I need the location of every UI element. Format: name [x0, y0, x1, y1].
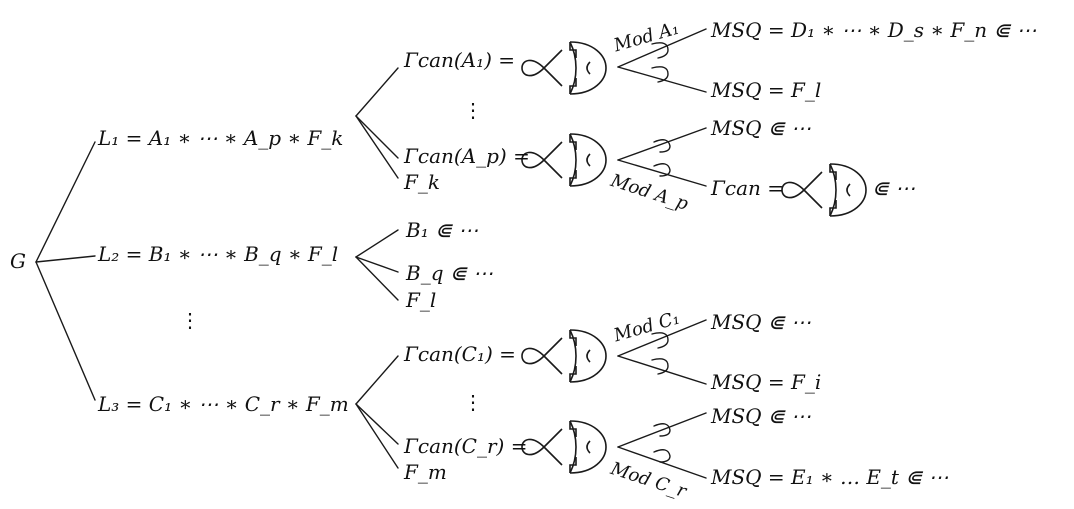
node-fl: F_l [406, 288, 437, 312]
edge-l1-gamma-a1 [355, 67, 399, 117]
dessin-cr-icon [521, 420, 607, 474]
edge-l2-bq [355, 256, 399, 273]
node-gamma-cr: Γcan(C_r) = [404, 434, 528, 458]
edge-cr-up [617, 412, 707, 448]
result-msq-fi: MSQ = F_i [711, 370, 822, 394]
curl-arrow-icon [651, 332, 669, 349]
edge-ap-down [617, 159, 707, 187]
edge-g-l1 [35, 141, 96, 263]
curl-arrow-icon [651, 66, 669, 83]
edge-l3-gamma-c1 [355, 355, 399, 405]
edge-l3-fm [355, 403, 399, 469]
edge-l3-gamma-cr [355, 403, 399, 445]
edge-g-l3 [35, 261, 96, 401]
edge-g-l2 [35, 255, 96, 263]
edge-l2-b1 [355, 229, 399, 258]
node-l3: L₃ = C₁ ∗ ⋯ ∗ C_r ∗ F_m [98, 392, 349, 416]
result-msq-e: MSQ = E₁ ∗ … E_t ⋐ ⋯ [711, 465, 949, 489]
node-gamma-a1: Γcan(A₁) = [404, 48, 516, 72]
edge-a1-down [617, 66, 707, 93]
edge-l1-fk [355, 115, 399, 179]
curl-arrow-icon [653, 449, 671, 463]
dessin-gamma-can-icon [781, 163, 867, 217]
result-msq-fl: MSQ = F_l [711, 78, 822, 102]
edge-a1-up [617, 28, 707, 68]
dessin-c1-icon [521, 329, 607, 383]
result-gamma-can-dots: ⋐ ⋯ [872, 176, 916, 200]
dessin-a1-icon [521, 41, 607, 95]
vertical-ellipsis: ⋮ [180, 308, 200, 332]
result-msq-dots-3: MSQ ⋐ ⋯ [711, 404, 812, 428]
node-gamma-ap: Γcan(A_p) = [404, 144, 530, 168]
node-bq: B_q ⋐ ⋯ [406, 261, 493, 285]
edge-l2-fl [355, 256, 399, 301]
result-gamma-can: Γcan = [711, 176, 784, 200]
node-fm: F_m [404, 460, 447, 484]
root-node-g: G [10, 249, 26, 273]
node-gamma-c1: Γcan(C₁) = [404, 342, 516, 366]
curl-arrow-icon [653, 423, 671, 437]
edge-c1-up [617, 319, 707, 357]
node-fk: F_k [404, 170, 440, 194]
dessin-ap-icon [521, 133, 607, 187]
node-b1: B₁ ⋐ ⋯ [406, 218, 479, 242]
edge-l1-gamma-ap [355, 115, 399, 159]
vertical-ellipsis: ⋮ [463, 390, 483, 414]
result-msq-d: MSQ = D₁ ∗ ⋯ ∗ D_s ∗ F_n ⋐ ⋯ [711, 18, 1037, 42]
curl-arrow-icon [651, 358, 669, 375]
curl-arrow-icon [653, 163, 671, 177]
edge-c1-down [617, 355, 707, 385]
node-l1: L₁ = A₁ ∗ ⋯ ∗ A_p ∗ F_k [98, 126, 344, 150]
edge-ap-up [617, 127, 707, 161]
vertical-ellipsis: ⋮ [463, 98, 483, 122]
result-msq-dots-2: MSQ ⋐ ⋯ [711, 310, 812, 334]
curl-arrow-icon [653, 139, 671, 153]
curl-arrow-icon [651, 42, 669, 59]
node-l2: L₂ = B₁ ∗ ⋯ ∗ B_q ∗ F_l [98, 242, 339, 266]
result-msq-dots-1: MSQ ⋐ ⋯ [711, 116, 812, 140]
